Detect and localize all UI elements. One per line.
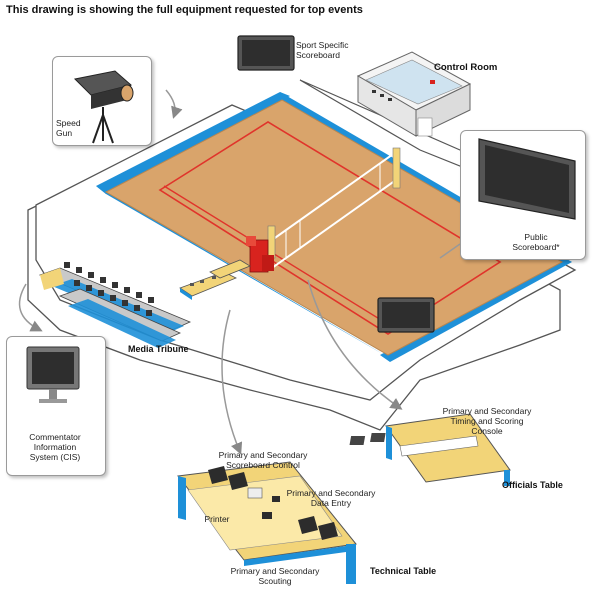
sport-scoreboard-icon [237,35,295,71]
arrow-officials [307,279,403,410]
cis-callout [6,336,106,476]
arrow-public-board [439,243,461,259]
court-center-line [163,185,395,329]
court-boundary [158,121,502,335]
control-room [356,51,472,137]
court-side-tables [179,259,251,300]
diagram-title: This drawing is showing the full equipme… [6,4,363,16]
arrow-technical [221,309,243,455]
speed-gun-callout [52,56,152,146]
cis-monitor-icon [26,346,80,403]
officials-table-label: Officials Table [502,480,563,490]
technical-table [177,461,357,584]
public-scoreboard-icon [478,138,576,220]
media-tribune-label: Media Tribune [128,344,189,354]
court-scoreboard-icon [377,297,435,333]
arrow-speed-gun [165,89,183,119]
speed-gun-icon [73,70,134,144]
printer-label: Printer [204,514,230,524]
arrow-cis [18,283,43,332]
officials-table [349,413,511,486]
media-tribune [38,262,192,348]
blue-edge-front [380,258,572,362]
court-floor [104,99,564,356]
referee-stand [246,236,274,273]
blue-edge-back [96,92,290,194]
technical-table-label: Technical Table [370,566,437,576]
control-room-label: Control Room [434,62,498,73]
public-scoreboard-callout [460,130,586,260]
